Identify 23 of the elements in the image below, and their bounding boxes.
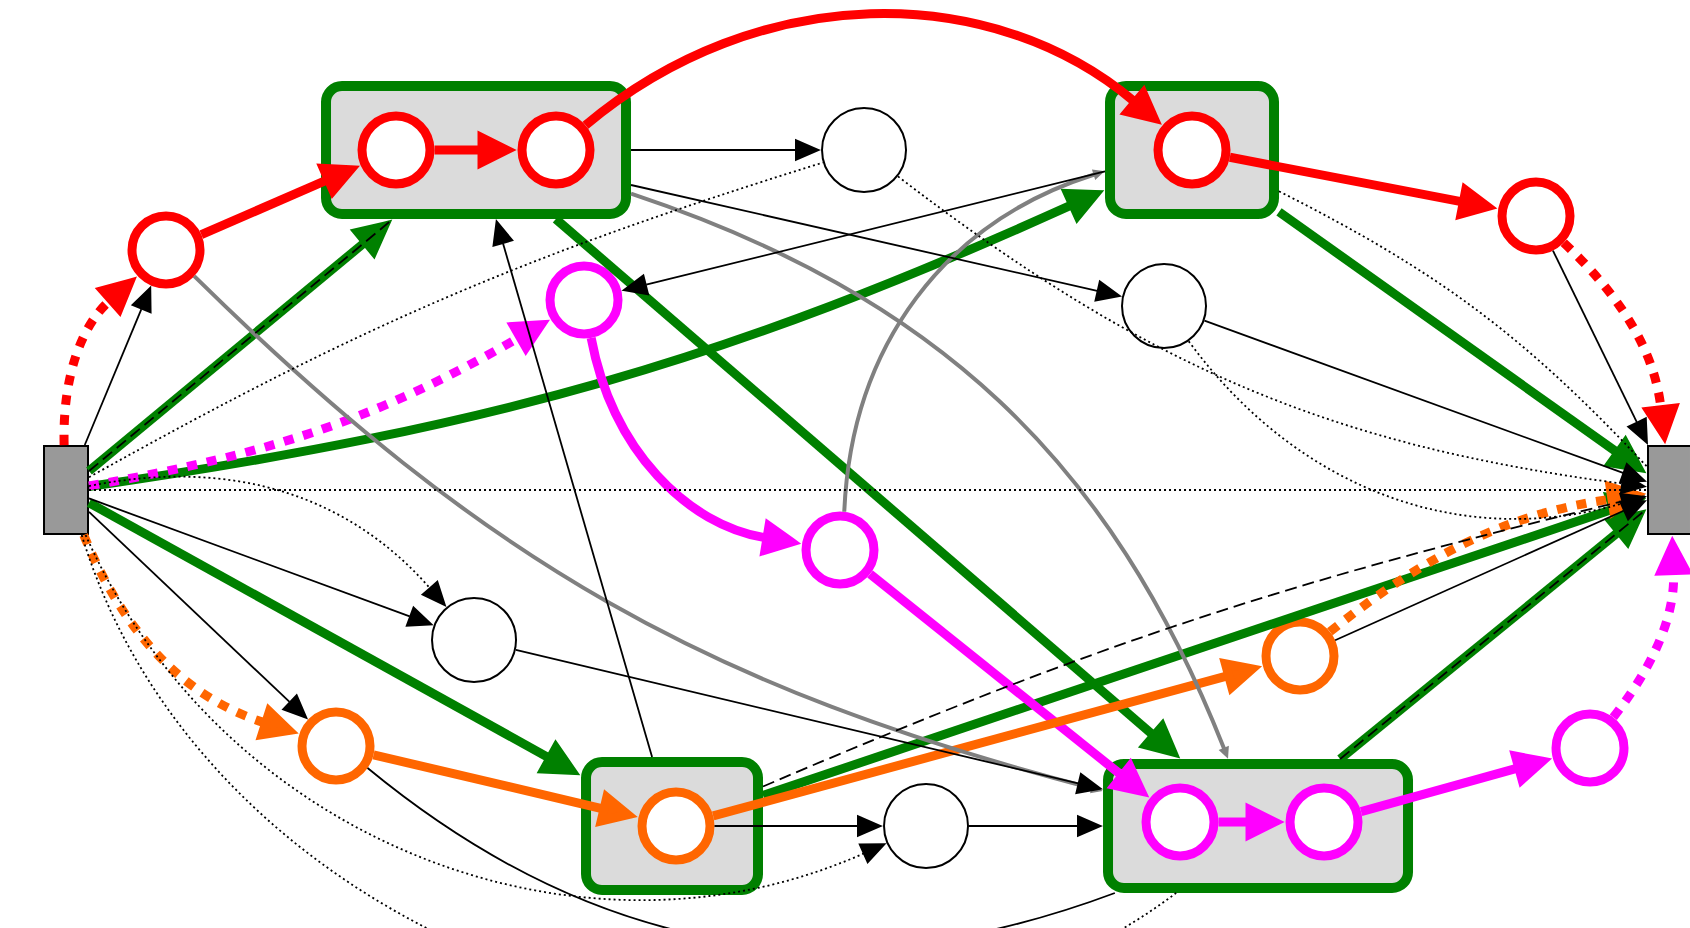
circle-node <box>1261 617 1339 695</box>
circle-node <box>883 783 969 869</box>
circle-node <box>127 211 205 289</box>
connector-line <box>88 489 1648 491</box>
circle-node <box>1285 783 1363 861</box>
circle-node <box>1153 111 1231 189</box>
circle-node <box>637 787 715 865</box>
connector-line <box>80 534 1178 928</box>
square-node <box>43 445 89 535</box>
circle-node <box>545 261 623 339</box>
circle-node <box>1121 263 1207 349</box>
circle-node <box>1497 177 1575 255</box>
connector-line <box>366 767 1116 928</box>
circle-node <box>801 511 879 589</box>
circle-node <box>1141 783 1219 861</box>
circle-node <box>821 107 907 193</box>
circle-node <box>431 597 517 683</box>
circle-node <box>357 111 435 189</box>
connector-line <box>88 161 824 479</box>
circle-node <box>517 111 595 189</box>
circle-node <box>297 707 375 785</box>
circle-node <box>1551 709 1629 787</box>
square-node <box>1647 445 1690 535</box>
